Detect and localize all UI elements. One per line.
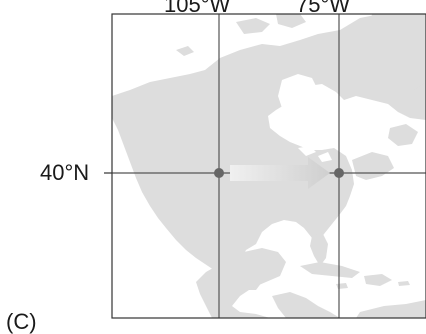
longitude-label-75w: 75°W [296, 0, 351, 17]
land-arctic-island-2 [276, 14, 306, 28]
latitude-label-40n: 40°N [40, 160, 90, 185]
land-newfoundland [388, 124, 418, 146]
land-arctic-island-3 [176, 46, 194, 56]
landmass-group [112, 14, 426, 318]
land-jamaica [336, 283, 348, 289]
map-frame [111, 13, 426, 319]
panel-label: (C) [6, 309, 37, 334]
water-great-lakes-1 [298, 146, 316, 156]
land-greenland [370, 14, 426, 90]
land-cuba [300, 262, 360, 278]
land-northern-canada [112, 14, 426, 290]
land-arctic-island-1 [236, 18, 270, 34]
land-puerto-rico [398, 281, 410, 286]
longitude-label-105w: 105°W [164, 0, 231, 17]
land-south-america [356, 300, 426, 318]
marker-105w-40n [214, 168, 224, 178]
marker-75w-40n [334, 168, 344, 178]
land-central-america [272, 292, 340, 318]
water-great-lakes-2 [318, 152, 332, 162]
land-hispaniola [364, 274, 392, 286]
movement-arrow [230, 157, 330, 189]
land-florida [310, 232, 328, 266]
water-hudson-bay [278, 74, 318, 116]
